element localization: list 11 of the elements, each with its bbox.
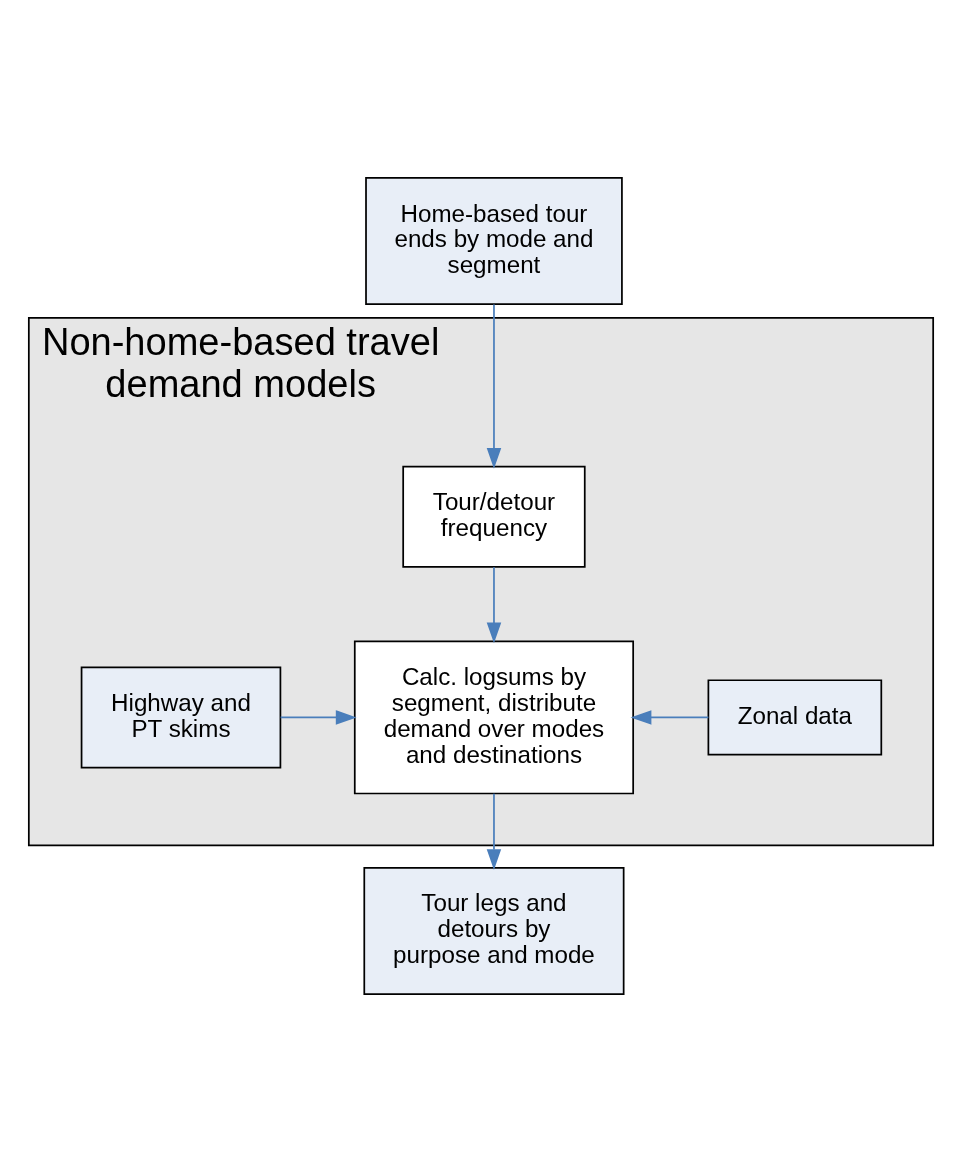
node-box: Tour legs and detours by purpose and mode xyxy=(363,866,625,995)
arrow xyxy=(279,709,357,725)
arrow xyxy=(486,303,502,469)
arrow xyxy=(630,709,710,725)
node-box: Calc. logsums by segment, distribute demand over modes and destinations xyxy=(353,639,635,794)
node-box: Highway and PT skims xyxy=(80,665,282,768)
arrow xyxy=(486,792,502,870)
node-box: Zonal data xyxy=(707,678,883,755)
node-box: Home-based tour ends by mode and segment xyxy=(365,176,623,305)
node-box: Tour/detour frequency xyxy=(402,465,586,568)
arrow xyxy=(486,565,502,643)
